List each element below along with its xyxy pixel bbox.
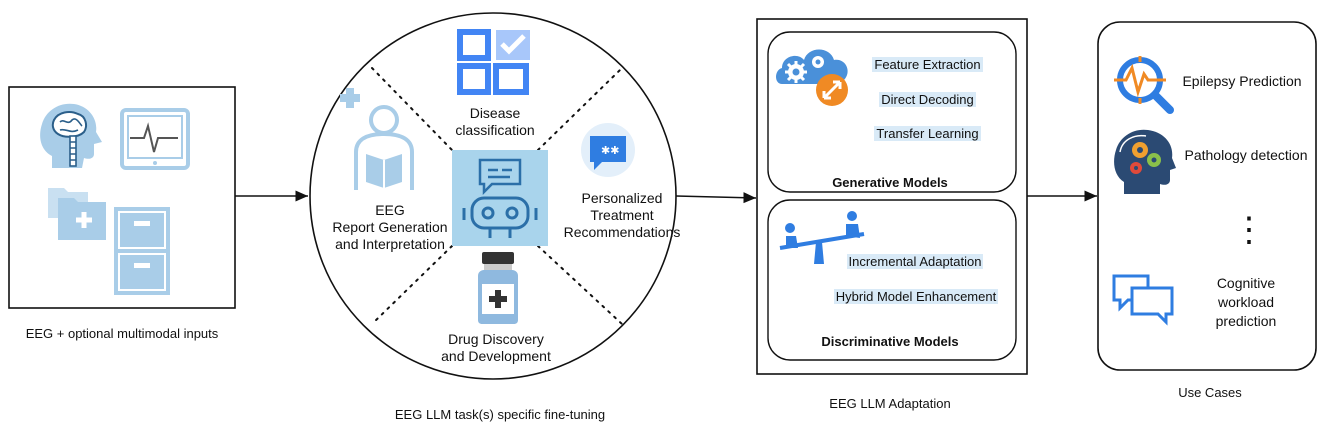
discriminative-item-incremental-adaptation: Incremental Adaptation: [846, 254, 984, 269]
brain-head-icon: [30, 96, 110, 176]
medical-folder-icon: [46, 182, 116, 244]
use-case-epilepsy-label: Epilepsy Prediction: [1182, 73, 1302, 89]
use-case-pathology-label: Pathology detection: [1184, 147, 1308, 163]
generative-box: [767, 31, 1017, 193]
discriminative-item-hybrid-model-enhancement: Hybrid Model Enhancement: [833, 289, 999, 304]
eeg-monitor-icon: [120, 108, 190, 172]
divider-bottom-left: [371, 245, 453, 325]
grid-check-icon: [456, 28, 532, 98]
head-gears-icon: [1110, 126, 1178, 196]
task-report-label: EEG Report Generation and Interpretation: [332, 202, 448, 252]
task-treatment-label: Personalized Treatment Recommendations: [563, 190, 681, 240]
svg-text:✱✱: ✱✱: [601, 144, 619, 157]
robot-icon: [452, 150, 548, 246]
discriminative-title: Discriminative Models: [821, 334, 959, 349]
adaptation-box: [756, 18, 1028, 375]
use-case-cognitive-label: Cognitive workload prediction: [1215, 275, 1277, 329]
file-cabinet-icon: [112, 205, 172, 297]
divider-bottom-right: [537, 245, 623, 325]
generative-item-direct-decoding: Direct Decoding: [879, 92, 976, 107]
seesaw-icon: [776, 208, 868, 266]
cloud-gears-icon: [772, 38, 862, 110]
chat-bubbles-icon: [1110, 270, 1176, 326]
doctor-report-icon: [338, 86, 418, 198]
adaptation-caption: EEG LLM Adaptation: [829, 396, 951, 411]
tasks-caption: EEG LLM task(s) specific fine-tuning: [394, 407, 606, 422]
generative-title: Generative Models: [832, 175, 948, 190]
task-disease-label: Disease classification: [455, 105, 535, 138]
divider-top-right: [537, 69, 621, 151]
inputs-caption: EEG + optional multimodal inputs: [25, 326, 219, 341]
use-cases-box: [1097, 21, 1317, 371]
chat-bubble-icon: ✱✱: [578, 122, 638, 178]
generative-item-feature-extraction: Feature Extraction: [872, 57, 983, 72]
divider-top-left: [371, 67, 453, 151]
generative-item-transfer-learning: Transfer Learning: [874, 126, 981, 141]
task-drug-label: Drug Discovery and Development: [441, 331, 551, 364]
pulse-magnifier-icon: [1112, 52, 1176, 114]
medicine-bottle-icon: [470, 250, 526, 326]
use-cases-caption: Use Cases: [1178, 385, 1242, 400]
discriminative-box: [767, 199, 1017, 361]
use-cases-ellipsis: ⋮: [1232, 211, 1266, 249]
arrow-tasks-to-adaptation: [675, 192, 757, 204]
